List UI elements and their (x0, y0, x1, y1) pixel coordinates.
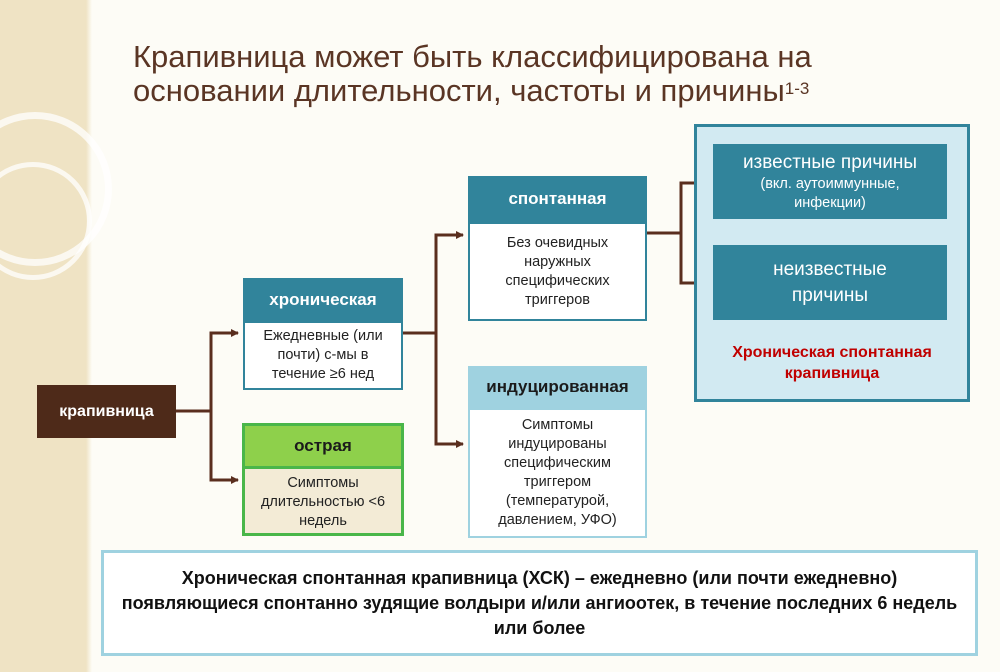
urticaria-root-label: крапивница (59, 402, 154, 420)
chronic-body-text: Ежедневные (или почти) с-мы в течение ≥6… (263, 328, 383, 382)
spontaneous-body: Без очевидных наружных специфических три… (468, 222, 647, 321)
acute-node: острая Симптомы длительностью <6 недель (242, 423, 404, 536)
induced-header-label: индуцированная (486, 377, 629, 396)
unknown-causes-box: неизвестные причины (713, 245, 947, 320)
slide-title-text: Крапивница может быть классифицирована н… (133, 39, 812, 108)
chronic-body: Ежедневные (или почти) с-мы в течение ≥6… (243, 321, 403, 390)
csu-label: Хроническая спонтанная крапивница (700, 342, 964, 384)
acute-header-label: острая (294, 436, 352, 455)
definition-box: Хроническая спонтанная крапивница (ХСК) … (101, 550, 978, 656)
induced-body-text: Симптомы индуцированы специфическим триг… (498, 417, 617, 528)
urticaria-root-node: крапивница (37, 385, 176, 438)
unknown-causes-title: неизвестные причины (773, 258, 887, 306)
chronic-header: хроническая (243, 278, 403, 321)
arrow-root-acute (209, 411, 239, 484)
induced-body: Симптомы индуцированы специфическим триг… (468, 408, 647, 538)
known-causes-title: известные причины (742, 151, 918, 173)
decorative-ring (0, 162, 92, 280)
definition-text: Хроническая спонтанная крапивница (ХСК) … (121, 567, 958, 638)
spontaneous-body-text: Без очевидных наружных специфических три… (505, 234, 610, 308)
spontaneous-header: спонтанная (468, 176, 647, 222)
spontaneous-header-label: спонтанная (508, 189, 607, 208)
induced-header: индуцированная (468, 366, 647, 408)
chronic-header-label: хроническая (269, 289, 377, 309)
acute-header: острая (245, 426, 401, 466)
known-causes-box: известные причины (вкл. аутоиммунные, ин… (713, 144, 947, 219)
slide-title: Крапивница может быть классифицирована н… (133, 40, 933, 108)
acute-body: Симптомы длительностью <6 недель (245, 466, 401, 536)
csu-label-text: Хроническая спонтанная крапивница (732, 344, 932, 382)
arrow-chronic-spontaneous (403, 231, 464, 335)
known-causes-detail: (вкл. аутоиммунные, инфекции) (760, 175, 900, 211)
acute-body-text: Симптомы длительностью <6 недель (260, 475, 386, 529)
arrow-chronic-induced (434, 333, 464, 448)
arrow-root-branch (176, 329, 239, 413)
title-superscript: 1-3 (784, 79, 810, 98)
